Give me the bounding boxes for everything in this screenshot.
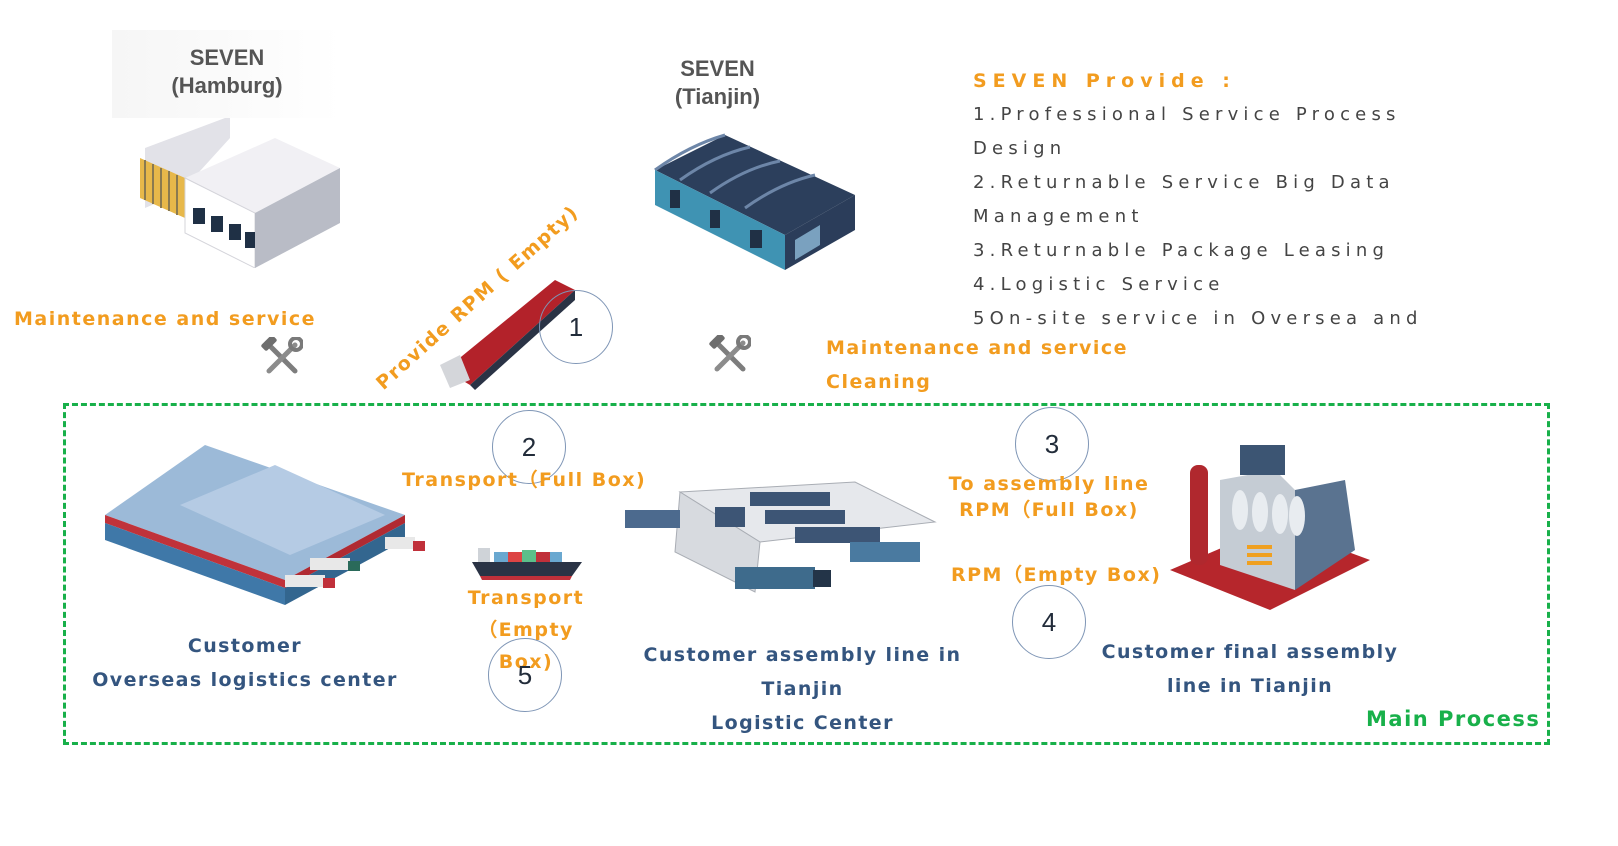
main-process-frame	[63, 403, 1550, 745]
overseas-center-line1: Customer	[187, 635, 303, 657]
hammer-wrench-icon	[261, 337, 303, 375]
tianjin-building-icon	[654, 133, 855, 270]
transport-empty-line1: Transport	[467, 587, 585, 609]
distribution-center-icon	[105, 445, 425, 605]
maintenance-label-tianjin: Maintenance and service	[826, 337, 1129, 359]
hamburg-building-icon	[140, 118, 340, 268]
seven-provide-title: SEVEN Provide :	[973, 70, 1236, 92]
provide-item: 1.Professional Service Process	[973, 104, 1401, 125]
provide-item: Management	[973, 206, 1144, 227]
factory-icon	[1170, 445, 1370, 610]
tianjin-site-name: SEVEN	[680, 56, 755, 81]
hamburg-site-city: (Hamburg)	[171, 73, 283, 98]
step-5-marker: 5	[488, 638, 562, 712]
to-assembly-line2: RPM（Full Box)	[959, 499, 1139, 521]
step-4-marker: 4	[1012, 585, 1086, 659]
step-3-marker: 3	[1015, 407, 1089, 481]
cleaning-label: Cleaning	[826, 371, 932, 393]
to-assembly-line1: To assembly line	[948, 473, 1150, 495]
provide-item: Design	[973, 138, 1067, 159]
tianjin-site-header: SEVEN (Tianjin)	[640, 55, 795, 111]
final-assembly-line2: line in Tianjin	[1166, 675, 1334, 697]
overseas-center-line2: Overseas logistics center	[92, 669, 398, 691]
step-2-marker: 2	[492, 410, 566, 484]
tianjin-logistic-line1: Customer assembly line in Tianjin	[643, 644, 962, 700]
main-process-label: Main Process	[1366, 707, 1541, 731]
final-assembly-label: Customer final assembly line in Tianjin	[1095, 635, 1405, 703]
provide-item: 4.Logistic Service	[973, 274, 1225, 295]
hammer-wrench-icon	[709, 335, 751, 373]
provide-item: 3.Returnable Package Leasing	[973, 240, 1390, 261]
step-1-marker: 1	[539, 290, 613, 364]
tianjin-site-city: (Tianjin)	[674, 84, 761, 109]
seven-provide-panel: SEVEN Provide : 1.Professional Service P…	[973, 64, 1613, 336]
tianjin-logistic-label: Customer assembly line in Tianjin Logist…	[600, 638, 1005, 740]
provide-item: 5On-site service in Oversea and	[973, 308, 1423, 329]
maintenance-label-hamburg: Maintenance and service	[14, 308, 317, 330]
overseas-center-label: Customer Overseas logistics center	[90, 629, 400, 697]
hamburg-site-header: SEVEN (Hamburg)	[112, 30, 342, 118]
rpm-empty-label: RPM（Empty Box)	[951, 564, 1162, 586]
transport-full-label: Transport（Full Box)	[402, 469, 647, 491]
final-assembly-line1: Customer final assembly	[1101, 641, 1399, 663]
tianjin-logistic-line2: Logistic Center	[711, 712, 894, 734]
cargo-ship-icon	[472, 548, 582, 580]
logistic-warehouse-icon	[625, 481, 937, 593]
to-assembly-label: To assembly line RPM（Full Box)	[945, 471, 1153, 523]
provide-item: 2.Returnable Service Big Data	[973, 172, 1395, 193]
hamburg-site-name: SEVEN	[189, 45, 265, 70]
